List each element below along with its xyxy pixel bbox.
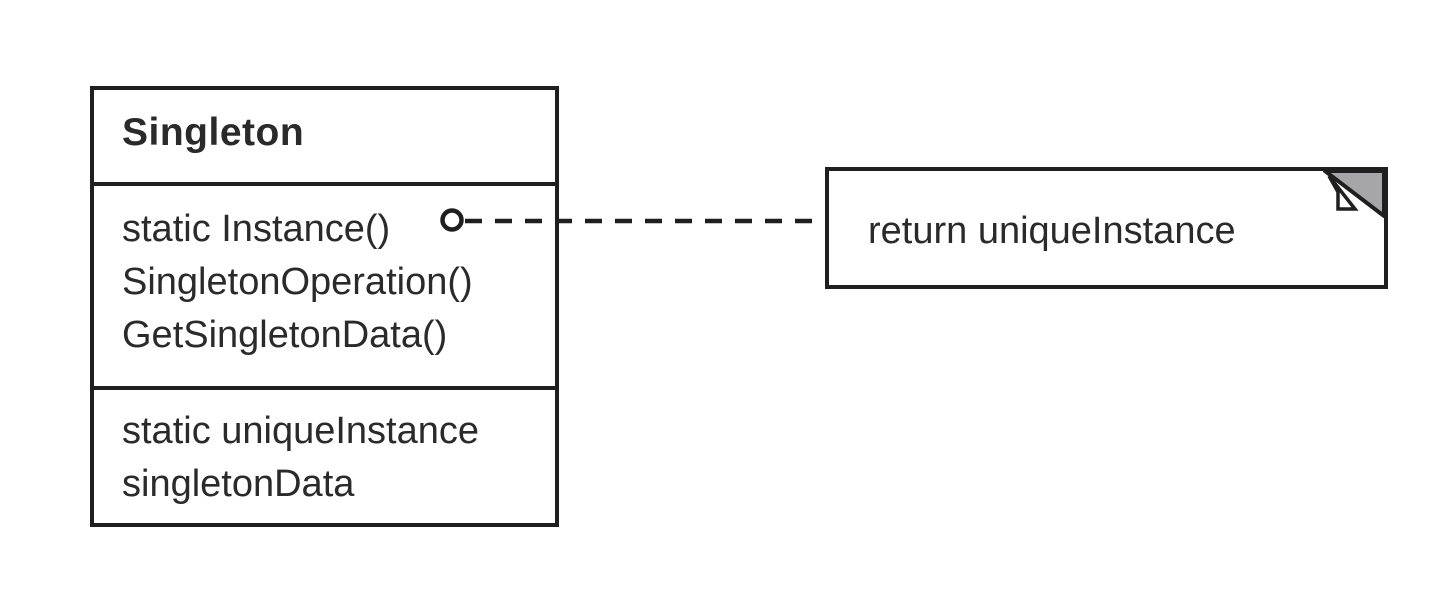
class-name: Singleton xyxy=(122,111,305,154)
note-fold-icon xyxy=(1323,171,1384,218)
operation-get-singleton-data: GetSingletonData() xyxy=(122,314,448,356)
note-text: return uniqueInstance xyxy=(868,209,1236,252)
operation-singleton-operation: SingletonOperation() xyxy=(122,261,473,303)
note-box: return uniqueInstance xyxy=(825,167,1388,289)
class-name-compartment: Singleton xyxy=(94,90,555,182)
class-box-singleton: Singleton static Instance() SingletonOpe… xyxy=(90,86,559,527)
attribute-singleton-data: singletonData xyxy=(122,463,355,505)
operation-static-instance: static Instance() xyxy=(122,208,391,250)
class-operations-compartment: static Instance() SingletonOperation() G… xyxy=(94,182,555,386)
attribute-static-unique-instance: static uniqueInstance xyxy=(122,410,480,452)
class-attributes-compartment: static uniqueInstance singletonData xyxy=(94,386,555,523)
